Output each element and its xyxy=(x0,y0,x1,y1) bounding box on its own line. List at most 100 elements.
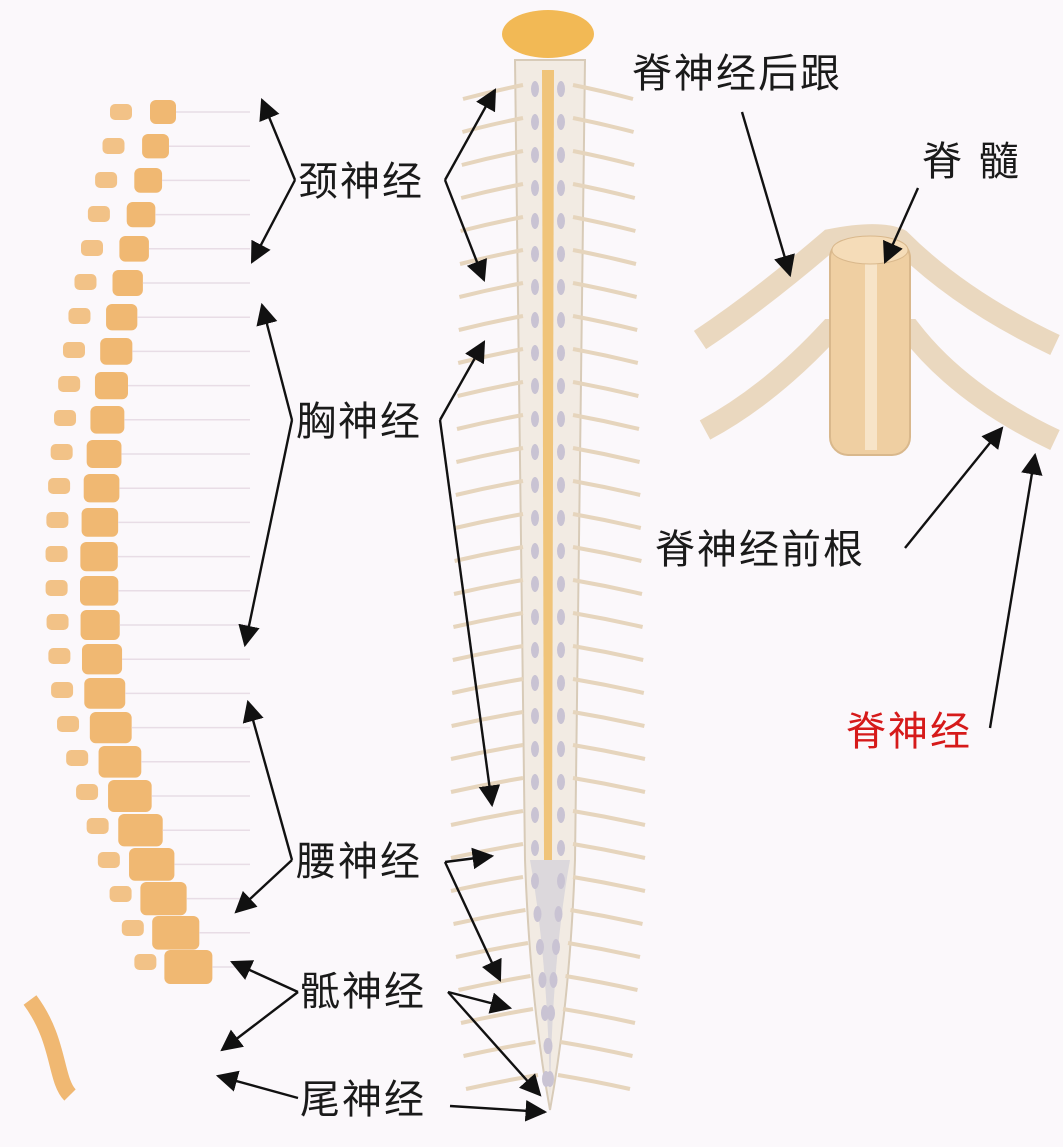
vertebra-process xyxy=(46,512,69,528)
ganglion xyxy=(554,906,563,922)
vertebra xyxy=(81,508,119,537)
ganglion xyxy=(531,543,539,559)
nerve-root xyxy=(460,182,524,200)
nerve-root xyxy=(572,182,636,200)
coccyx xyxy=(23,995,77,1101)
nerve-root xyxy=(453,578,524,596)
spine-side-view xyxy=(23,100,250,1101)
nerve-root xyxy=(572,248,637,266)
nerve-root xyxy=(450,875,524,893)
ganglion xyxy=(552,939,560,955)
nerve-root xyxy=(450,776,524,794)
vertebra xyxy=(129,848,175,881)
ganglion xyxy=(557,840,565,856)
ganglion xyxy=(531,741,539,757)
vertebra xyxy=(126,202,156,228)
nerve-root xyxy=(572,479,641,497)
nerve-root xyxy=(572,281,638,299)
nerve-root xyxy=(572,875,646,893)
nerve-root xyxy=(572,677,645,695)
vertebra xyxy=(81,644,123,675)
nerve-root xyxy=(455,446,524,464)
nerve-root xyxy=(457,380,524,398)
ganglion xyxy=(557,774,565,790)
ganglion xyxy=(557,510,565,526)
nerve-root xyxy=(458,281,524,299)
nerve-root xyxy=(457,347,524,365)
ganglion xyxy=(557,312,565,328)
ganglion xyxy=(531,114,539,130)
vertebra-process xyxy=(45,546,68,562)
vertebra-process xyxy=(97,852,120,868)
ganglion xyxy=(557,444,565,460)
ganglion xyxy=(531,279,539,295)
nerve-root xyxy=(572,842,646,860)
vertebra xyxy=(80,542,118,572)
vertebra-process xyxy=(57,716,80,732)
label-dorsal-root: 脊神经后跟 xyxy=(632,51,842,97)
nerve-root xyxy=(572,512,642,530)
ganglion xyxy=(557,213,565,229)
nerve-root xyxy=(572,347,639,365)
ganglion xyxy=(557,378,565,394)
vertebra-process xyxy=(45,580,68,596)
vertebra-process xyxy=(87,206,110,222)
ganglion xyxy=(549,972,558,988)
nerve-root xyxy=(572,578,643,596)
vertebra-process xyxy=(66,750,89,766)
ganglion xyxy=(557,642,565,658)
ganglion xyxy=(531,642,539,658)
vertebra xyxy=(118,814,163,847)
ganglion xyxy=(557,576,565,592)
vertebra xyxy=(80,576,119,606)
nerve-root xyxy=(460,215,524,233)
vertebra xyxy=(89,712,132,744)
nerve-root xyxy=(458,974,531,992)
ganglion xyxy=(541,1005,549,1021)
nerve-root xyxy=(455,941,529,959)
nerve-root xyxy=(572,446,641,464)
nerve-root xyxy=(451,677,524,695)
vertebra-process xyxy=(62,342,85,358)
ganglion xyxy=(557,741,565,757)
vertebra-process xyxy=(110,104,132,120)
vertebra xyxy=(83,474,120,503)
label-sacral-nerves: 骶神经 xyxy=(300,969,426,1015)
nerve-root xyxy=(450,743,524,761)
ganglion xyxy=(536,939,544,955)
vertebra-process xyxy=(54,410,77,426)
nerve-root xyxy=(572,380,639,398)
vertebra xyxy=(94,372,128,400)
ganglion xyxy=(544,1038,553,1054)
nerve-root xyxy=(572,545,642,563)
cord-cross-section xyxy=(693,224,1060,456)
vertebra xyxy=(140,882,187,916)
nerve-root xyxy=(572,314,638,332)
ganglion xyxy=(531,213,539,229)
vertebra-process xyxy=(86,818,109,834)
brainstem xyxy=(502,10,594,58)
nerve-root xyxy=(570,908,643,926)
ganglion xyxy=(557,477,565,493)
vertebra-process xyxy=(102,138,125,154)
nerve-root xyxy=(458,314,524,332)
nerve-root xyxy=(572,413,640,431)
pointer-arrows xyxy=(215,88,1043,1122)
nerve-root xyxy=(454,545,524,563)
vertebra xyxy=(100,338,133,365)
vertebra-process xyxy=(51,682,74,698)
vertebra xyxy=(112,270,143,296)
ganglion xyxy=(557,609,565,625)
vertebra-process xyxy=(74,274,97,290)
nerve-root xyxy=(567,941,641,959)
ganglion xyxy=(531,873,539,889)
spinal-cord-dorsal-view xyxy=(450,10,646,1111)
vertebra xyxy=(80,610,120,640)
label-coccygeal-nerves: 尾神经 xyxy=(300,1077,426,1123)
nerve-root xyxy=(560,1040,633,1058)
nerve-root xyxy=(450,809,524,827)
ganglion xyxy=(533,906,542,922)
label-lumbar-nerves: 腰神经 xyxy=(296,839,422,885)
nerve-root xyxy=(461,116,524,134)
